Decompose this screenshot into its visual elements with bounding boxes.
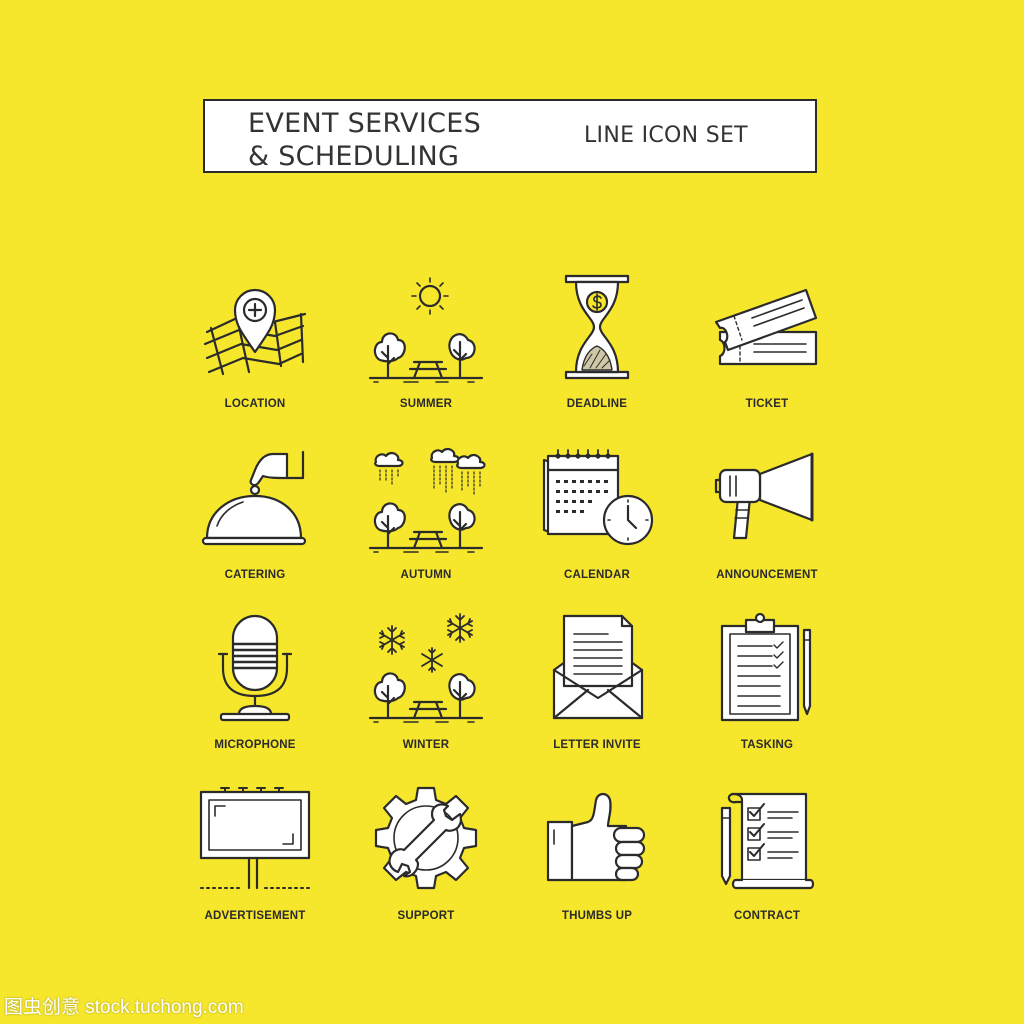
icon-label: LOCATION — [224, 398, 286, 410]
billboard-icon — [193, 780, 317, 904]
cloche-icon — [193, 440, 317, 564]
icon-label: TICKET — [745, 398, 789, 410]
icon-label: AUTUMN — [400, 569, 452, 581]
icon-label: CATERING — [224, 569, 286, 581]
icon-label: WINTER — [402, 739, 450, 751]
icon-label: DEADLINE — [566, 398, 628, 410]
tickets-icon — [706, 270, 830, 394]
icon-label: ANNOUNCEMENT — [716, 569, 818, 581]
snow-park-icon — [364, 610, 488, 734]
icon-label: TASKING — [740, 739, 794, 751]
icon-label: MICROPHONE — [214, 739, 296, 751]
rain-park-icon — [364, 440, 488, 564]
sun-park-icon — [364, 270, 488, 394]
title-box: EVENT SERVICES & SCHEDULING LINE ICON SE… — [203, 99, 817, 173]
icon-label: LETTER INVITE — [553, 739, 641, 751]
contract-checklist-icon — [706, 780, 830, 904]
icon-label: ADVERTISEMENT — [204, 910, 306, 922]
icon-label: CALENDAR — [563, 569, 631, 581]
title-line-2: & SCHEDULING — [248, 141, 460, 172]
icon-label: THUMBS UP — [561, 910, 633, 922]
envelope-letter-icon — [536, 610, 660, 734]
page-title: EVENT SERVICES & SCHEDULING — [248, 107, 481, 173]
watermark-text: 图虫创意 stock.tuchong.com — [4, 997, 244, 1018]
map-pin-icon — [193, 270, 317, 394]
title-line-1: EVENT SERVICES — [248, 108, 482, 139]
gear-wrench-icon — [364, 780, 488, 904]
thumbs-up-icon — [536, 780, 660, 904]
icon-label: SUMMER — [399, 398, 453, 410]
icon-label: SUPPORT — [397, 910, 455, 922]
microphone-icon — [193, 610, 317, 734]
clipboard-checklist-icon — [706, 610, 830, 734]
page-subtitle: LINE ICON SET — [584, 123, 748, 148]
calendar-clock-icon — [536, 440, 660, 564]
hourglass-dollar-icon — [536, 270, 660, 394]
megaphone-icon — [706, 440, 830, 564]
icon-label: CONTRACT — [733, 910, 801, 922]
